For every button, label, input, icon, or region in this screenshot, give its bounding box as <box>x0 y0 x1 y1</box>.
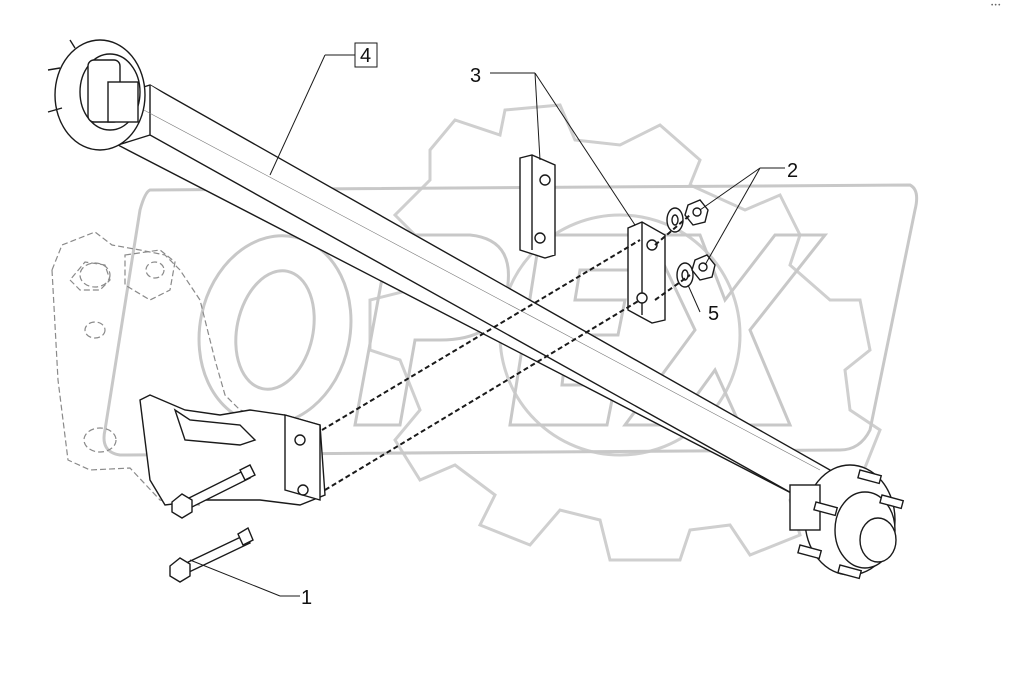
hub-left <box>47 39 146 151</box>
callout-label-3: 3 <box>470 65 481 87</box>
mounting-plate <box>139 394 326 506</box>
hub-right <box>789 464 905 580</box>
callout-4: 4 <box>354 42 378 68</box>
callout-label-2: 2 <box>787 160 798 182</box>
spacer-plates <box>519 154 666 324</box>
frame-bracket <box>51 231 301 506</box>
callout-label-1: 1 <box>301 587 312 609</box>
assembly-lines <box>321 214 691 491</box>
washers-nuts <box>666 199 716 288</box>
leader-lines <box>189 54 785 597</box>
callout-label-4: 4 <box>360 45 371 67</box>
callout-label-5: 5 <box>708 303 719 325</box>
corner-mark: ••• <box>990 2 1001 9</box>
